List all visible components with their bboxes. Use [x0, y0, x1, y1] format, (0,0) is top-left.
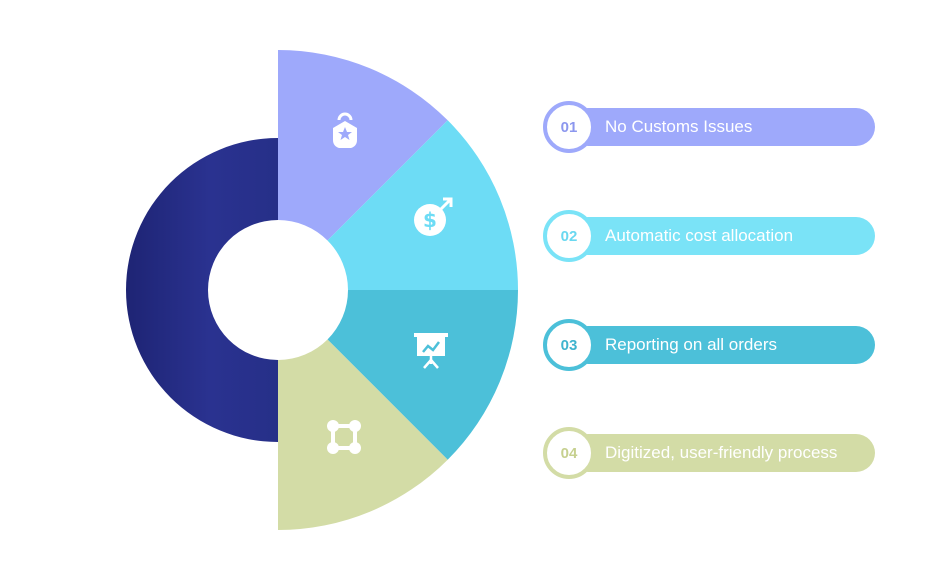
shield-star-icon [333, 112, 357, 148]
list-item-label: Automatic cost allocation [605, 226, 794, 245]
list-item-bar [569, 217, 875, 255]
dollar-coin-icon: $ [414, 197, 453, 236]
segment-cost [327, 120, 518, 290]
list-item: 01 No Customs Issues [543, 101, 875, 153]
segment-process [278, 339, 448, 530]
connected-nodes-icon [327, 420, 361, 454]
list-item: 04 Digitized, user-friendly process [543, 427, 875, 479]
list-item-label: No Customs Issues [605, 117, 753, 136]
list-item-label: Digitized, user-friendly process [605, 443, 838, 462]
number-badge: 01 [543, 101, 595, 153]
list-item: 03 Reporting on all orders [543, 319, 875, 371]
presentation-chart-icon [414, 333, 448, 369]
segment-reporting [327, 290, 518, 460]
list-item-label: Reporting on all orders [605, 335, 777, 354]
number-badge: 03 [543, 319, 595, 371]
left-ring-half [126, 138, 278, 442]
segment-customs [278, 50, 448, 241]
number-badge: 04 [543, 427, 595, 479]
list-item: 02 Automatic cost allocation [543, 210, 875, 262]
list-item-bar [569, 326, 875, 364]
number-badge: 02 [543, 210, 595, 262]
list-item-bar [569, 434, 875, 472]
svg-text:$: $ [423, 208, 437, 232]
list-item-bar [569, 108, 875, 146]
segment-group [278, 50, 518, 530]
